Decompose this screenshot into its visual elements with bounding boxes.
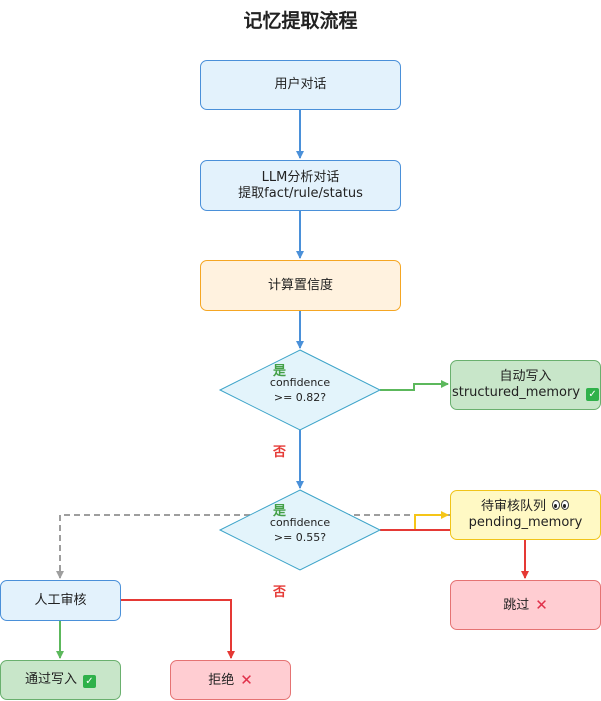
node-pending-queue-line2: pending_memory [468, 515, 583, 530]
node-user-chat-label: 用户对话 [274, 77, 327, 92]
node-reject-label: 拒绝 [208, 672, 235, 688]
edge-review-to-reject [120, 599, 235, 659]
decision-low-line1: confidence [269, 516, 331, 529]
node-approve-write-wrap: 通过写入 ✓ [25, 672, 96, 688]
node-approve-write-label: 通过写入 [24, 672, 77, 687]
node-pending-queue: 待审核队列 pending_memory [450, 490, 601, 540]
node-pending-queue-line1-wrap: 待审核队列 [481, 499, 570, 515]
cross-mark-icon: ✕ [535, 595, 548, 614]
node-approve-write: 通过写入 ✓ [0, 660, 121, 700]
node-auto-write-line2: structured_memory [451, 385, 581, 400]
eyes-icon [552, 499, 570, 515]
decision-high-text: confidence >= 0.82? [240, 375, 360, 405]
edge-decision-low-yes [414, 511, 449, 530]
node-user-chat: 用户对话 [200, 60, 401, 110]
decision-high-shape [218, 349, 382, 431]
node-auto-write-line2-wrap: structured_memory ✓ [451, 385, 600, 401]
decision-low-shape [218, 489, 382, 571]
node-compute-confidence: 计算置信度 [200, 260, 401, 311]
node-llm-analyze: LLM分析对话 提取fact/rule/status [200, 160, 401, 211]
node-skip: 跳过 ✕ [450, 580, 601, 630]
decision-high-yes-label: 是 [273, 364, 287, 379]
node-auto-write-line1: 自动写入 [499, 369, 552, 384]
node-compute-confidence-label: 计算置信度 [267, 277, 333, 293]
node-reject: 拒绝 ✕ [170, 660, 291, 700]
node-reject-wrap: 拒绝 ✕ [208, 672, 253, 689]
node-manual-review: 人工审核 [0, 580, 121, 621]
node-pending-queue-line1: 待审核队列 [480, 499, 546, 514]
node-llm-analyze-line1: LLM分析对话 [261, 169, 340, 185]
decision-low-text: confidence >= 0.55? [240, 515, 360, 545]
decision-high-line2: >= 0.82? [273, 391, 327, 404]
decision-low-line2: >= 0.55? [273, 531, 327, 544]
cross-mark-icon: ✕ [240, 670, 253, 689]
diagram-title: 记忆提取流程 [243, 10, 358, 32]
decision-low-no-label: 否 [273, 585, 287, 600]
node-skip-label: 跳过 [503, 597, 530, 613]
node-llm-analyze-line2: 提取fact/rule/status [238, 185, 363, 201]
node-auto-write: 自动写入 structured_memory ✓ [450, 360, 601, 410]
decision-high-line1: confidence [269, 376, 331, 389]
node-skip-wrap: 跳过 ✕ [503, 597, 548, 614]
edge-decision-high-yes [380, 380, 449, 391]
decision-high-no-label: 否 [273, 445, 287, 460]
decision-low-yes-label: 是 [273, 504, 287, 519]
check-mark-icon: ✓ [83, 675, 96, 688]
check-mark-icon: ✓ [586, 388, 600, 401]
node-manual-review-label: 人工审核 [34, 592, 87, 608]
